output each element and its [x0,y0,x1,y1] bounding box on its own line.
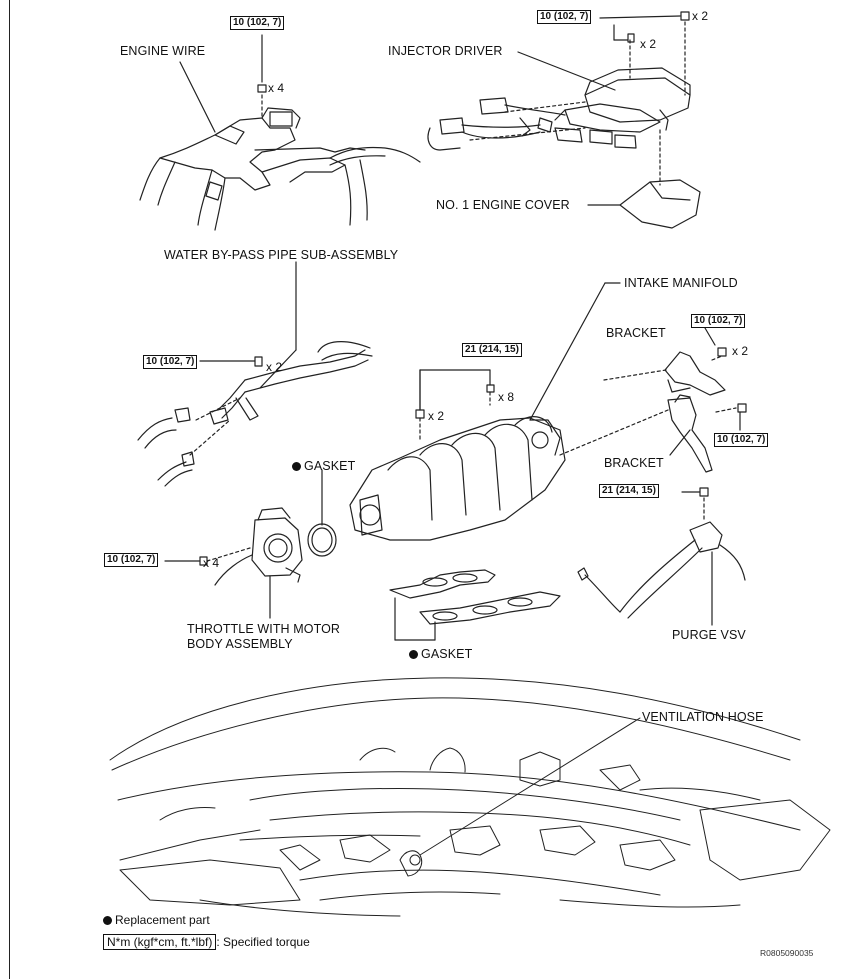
torque-injector-driver: 10 (102, 7) [537,10,592,24]
label-bracket-lower: BRACKET [604,456,664,470]
torque-purge-vsv: 21 (214, 15) [599,484,659,498]
torque-bracket-upper: 10 (102, 7) [691,314,746,328]
qty-water-bypass: x 2 [266,360,283,374]
replacement-dot-icon [103,915,112,925]
engine-bay-drawing [109,677,831,917]
label-throttle-line2: BODY ASSEMBLY [187,637,293,651]
water-bypass-pipe-drawing [137,261,373,487]
injector-driver-drawing [427,11,701,229]
intake-manifold-drawing [349,282,621,541]
qty-manifold-nut: x 2 [428,409,445,423]
qty-throttle: x 4 [203,556,220,570]
label-intake-manifold: INTAKE MANIFOLD [624,276,738,290]
label-injector-driver: INJECTOR DRIVER [388,44,503,58]
legend-replacement-text: Replacement part [115,913,210,927]
left-border-line [9,0,10,979]
replacement-dot-icon [292,461,301,471]
legend-torque-text: : Specified torque [216,935,310,949]
engine-wire-drawing [139,34,421,231]
torque-throttle: 10 (102, 7) [104,553,159,567]
label-purge-vsv: PURGE VSV [672,628,746,642]
qty-injector-bolt: x 2 [640,37,657,51]
label-engine-wire: ENGINE WIRE [120,44,206,58]
torque-water-bypass: 10 (102, 7) [143,355,198,369]
label-ventilation-hose: VENTILATION HOSE [642,710,764,724]
torque-manifold: 21 (214, 15) [462,343,522,357]
qty-engine-wire: x 4 [268,81,285,95]
qty-bracket-upper: x 2 [732,344,749,358]
qty-manifold-bolt: x 8 [498,390,515,404]
lower-gasket-drawing [389,569,561,641]
torque-bracket-lower: 10 (102, 7) [714,433,769,447]
gasket-round-text: GASKET [304,459,356,473]
gasket-lower-text: GASKET [421,647,473,661]
label-no1-engine-cover: NO. 1 ENGINE COVER [436,198,570,212]
figure-id: R0805090035 [760,948,814,958]
qty-injector-nut: x 2 [692,9,709,23]
purge-vsv-drawing [577,487,746,626]
replacement-dot-icon [409,649,418,659]
legend-torque-units: N*m (kgf*cm, ft.*lbf) [103,934,217,950]
throttle-and-gasket-drawing [164,469,337,619]
legend-replacement: Replacement part [103,913,210,928]
torque-engine-wire: 10 (102, 7) [230,16,285,30]
label-bracket-upper: BRACKET [606,326,666,340]
legend-specified-torque: N*m (kgf*cm, ft.*lbf): Specified torque [103,934,310,950]
bracket-drawings [559,327,747,473]
label-throttle-line1: THROTTLE WITH MOTOR [187,622,341,636]
label-gasket-lower: GASKET [409,647,472,661]
label-gasket-round: GASKET [292,459,355,473]
label-water-bypass: WATER BY-PASS PIPE SUB-ASSEMBLY [164,248,399,262]
